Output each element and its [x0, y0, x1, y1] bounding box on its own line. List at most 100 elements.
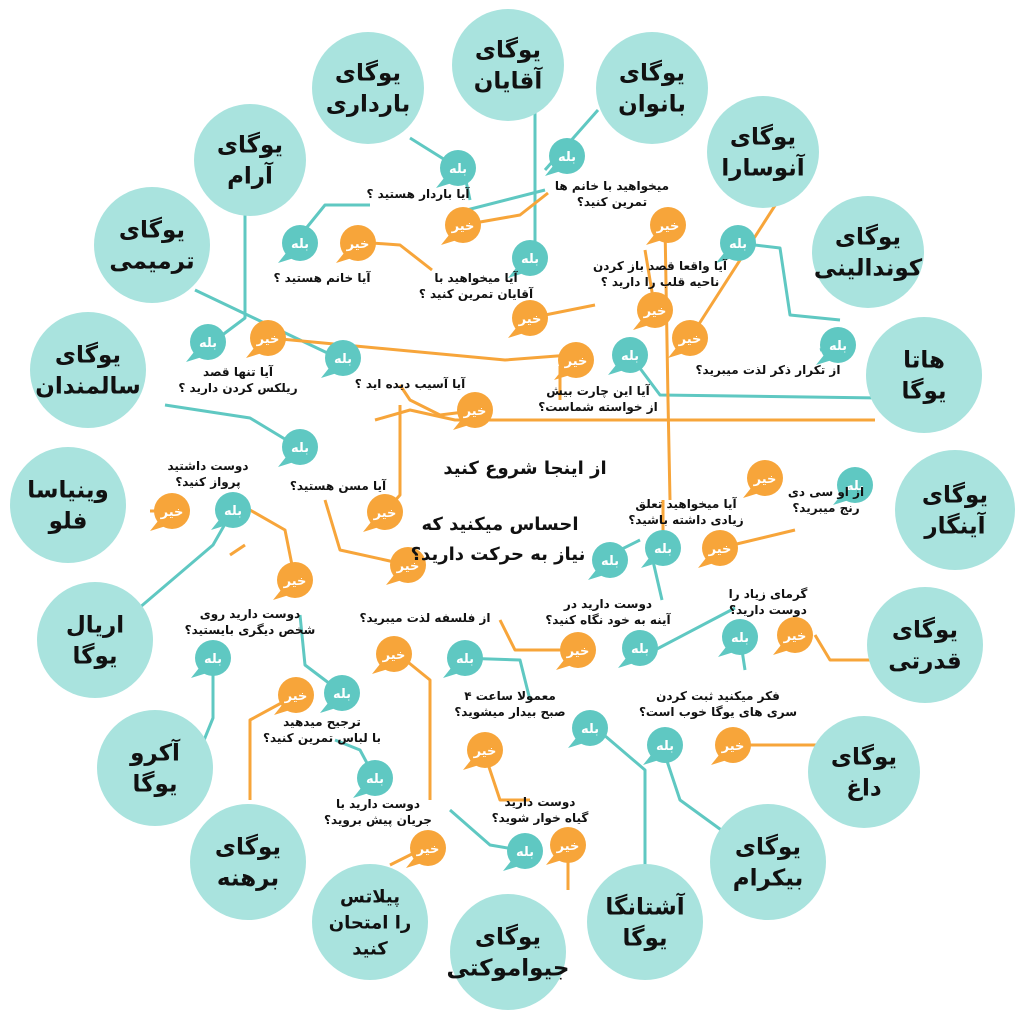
question-text: صبح بیدار میشوید؟ — [454, 705, 565, 720]
questions: آیا باردار هستید ؟میخواهید با خانم هاتمر… — [167, 179, 864, 828]
start-block: از اینجا شروع کنید احساس میکنید که نیاز … — [411, 458, 607, 565]
result-label: یوگای — [475, 924, 541, 951]
question-text: آیا واقعا قصد باز کردن — [593, 258, 728, 274]
result-label: یوگای — [335, 60, 401, 87]
question-injured: آیا آسیب دیده اید ؟ — [355, 376, 466, 391]
question-text: فکر میکنید ثبت کردن — [656, 689, 780, 703]
result-circle — [895, 450, 1015, 570]
result-hatha: هاتا یوگا — [866, 317, 982, 433]
no-badge: خیر — [406, 830, 446, 868]
yes-badge: بله — [353, 760, 393, 798]
question-text: جریان پیش بروید؟ — [324, 813, 432, 828]
result-label: آکرو — [129, 738, 181, 767]
result-circle — [452, 9, 564, 121]
teal-connector — [164, 403, 299, 449]
result-label: هاتا — [903, 348, 945, 374]
svg-text:خیر: خیر — [564, 354, 588, 369]
question-text: آیا این چارت بیش — [546, 383, 650, 398]
svg-text:بله: بله — [846, 479, 864, 494]
yes-badge: بله — [618, 630, 658, 668]
yes-badge: بله — [588, 542, 628, 580]
orange-connector — [323, 499, 409, 567]
result-label: کنید — [352, 938, 388, 959]
no-badge: خیر — [698, 530, 738, 568]
svg-text:بله: بله — [581, 722, 599, 737]
svg-text:بله: بله — [456, 652, 474, 667]
yes-badge: بله — [608, 337, 648, 375]
question-text: آقایان تمرین کنید ؟ — [419, 286, 534, 301]
svg-text:خیر: خیر — [396, 559, 420, 574]
yes-badge: بله — [211, 492, 251, 530]
svg-text:خیر: خیر — [373, 506, 397, 521]
orange-connector — [269, 336, 571, 362]
svg-text:بله: بله — [366, 772, 384, 787]
result-label: یوگای — [892, 617, 958, 644]
result-label: یوگای — [835, 224, 901, 251]
result-label: یوگای — [735, 834, 801, 861]
result-label: یوگای — [55, 342, 121, 369]
svg-text:خیر: خیر — [643, 304, 667, 319]
question-text: دوست دارید در — [563, 597, 652, 612]
no-badge: خیر — [363, 494, 403, 532]
question-text: آیا آسیب دیده اید ؟ — [355, 376, 466, 391]
svg-text:خیر: خیر — [382, 648, 406, 663]
question-text: آیا تنها قصد — [203, 364, 274, 379]
result-label: یوگا — [72, 643, 117, 670]
svg-text:خیر: خیر — [463, 404, 487, 419]
question-text: از خواسته شماست؟ — [538, 400, 657, 415]
result-circle — [587, 864, 703, 980]
no-badge: خیر — [372, 636, 412, 674]
orange-connector — [813, 634, 880, 662]
yes-badge: بله — [833, 467, 873, 505]
result-label: بانوان — [618, 92, 686, 118]
question-text: گرمای زیاد را — [729, 587, 808, 601]
yes-badge: بله — [816, 327, 856, 365]
svg-text:خیر: خیر — [473, 744, 497, 759]
no-badge: خیر — [336, 225, 376, 263]
yes-badge: بله — [503, 833, 543, 871]
result-jivamukti: یوگای جیواموکتی — [447, 894, 570, 1010]
svg-text:خیر: خیر — [678, 332, 702, 347]
svg-text:بله: بله — [656, 739, 674, 754]
svg-text:خیر: خیر — [256, 332, 280, 347]
result-circle — [707, 96, 819, 208]
result-banovan: یوگای بانوان — [596, 32, 708, 144]
question-text: با لباس تمرین کنید؟ — [263, 731, 381, 745]
question-text: پرواز کنید؟ — [175, 475, 240, 490]
result-circle — [450, 894, 566, 1010]
result-label: یوگای — [215, 834, 281, 861]
question-text: دوست داشتید — [167, 459, 248, 474]
result-label: یوگای — [619, 60, 685, 87]
question-text: دوست دارید — [505, 795, 576, 810]
result-circle — [10, 447, 126, 563]
result-label: اریال — [66, 613, 124, 639]
result-label: جیواموکتی — [447, 956, 570, 982]
teal-connector — [212, 200, 247, 344]
result-label: وینیاسا — [27, 478, 109, 504]
orange-connector — [371, 241, 433, 272]
question-philosophy: از فلسفه لذت میبرید؟ — [359, 611, 490, 625]
yes-badge: بله — [643, 727, 683, 765]
result-label: ترمیمی — [109, 249, 194, 275]
svg-text:بله: بله — [829, 339, 847, 354]
question-old: آیا مسن هستید؟ — [290, 478, 387, 493]
result-label: یوگا — [901, 378, 946, 405]
result-circle — [30, 312, 146, 428]
no-badge: خیر — [386, 547, 426, 585]
question-text: زیادی داشته باشید؟ — [628, 513, 743, 527]
